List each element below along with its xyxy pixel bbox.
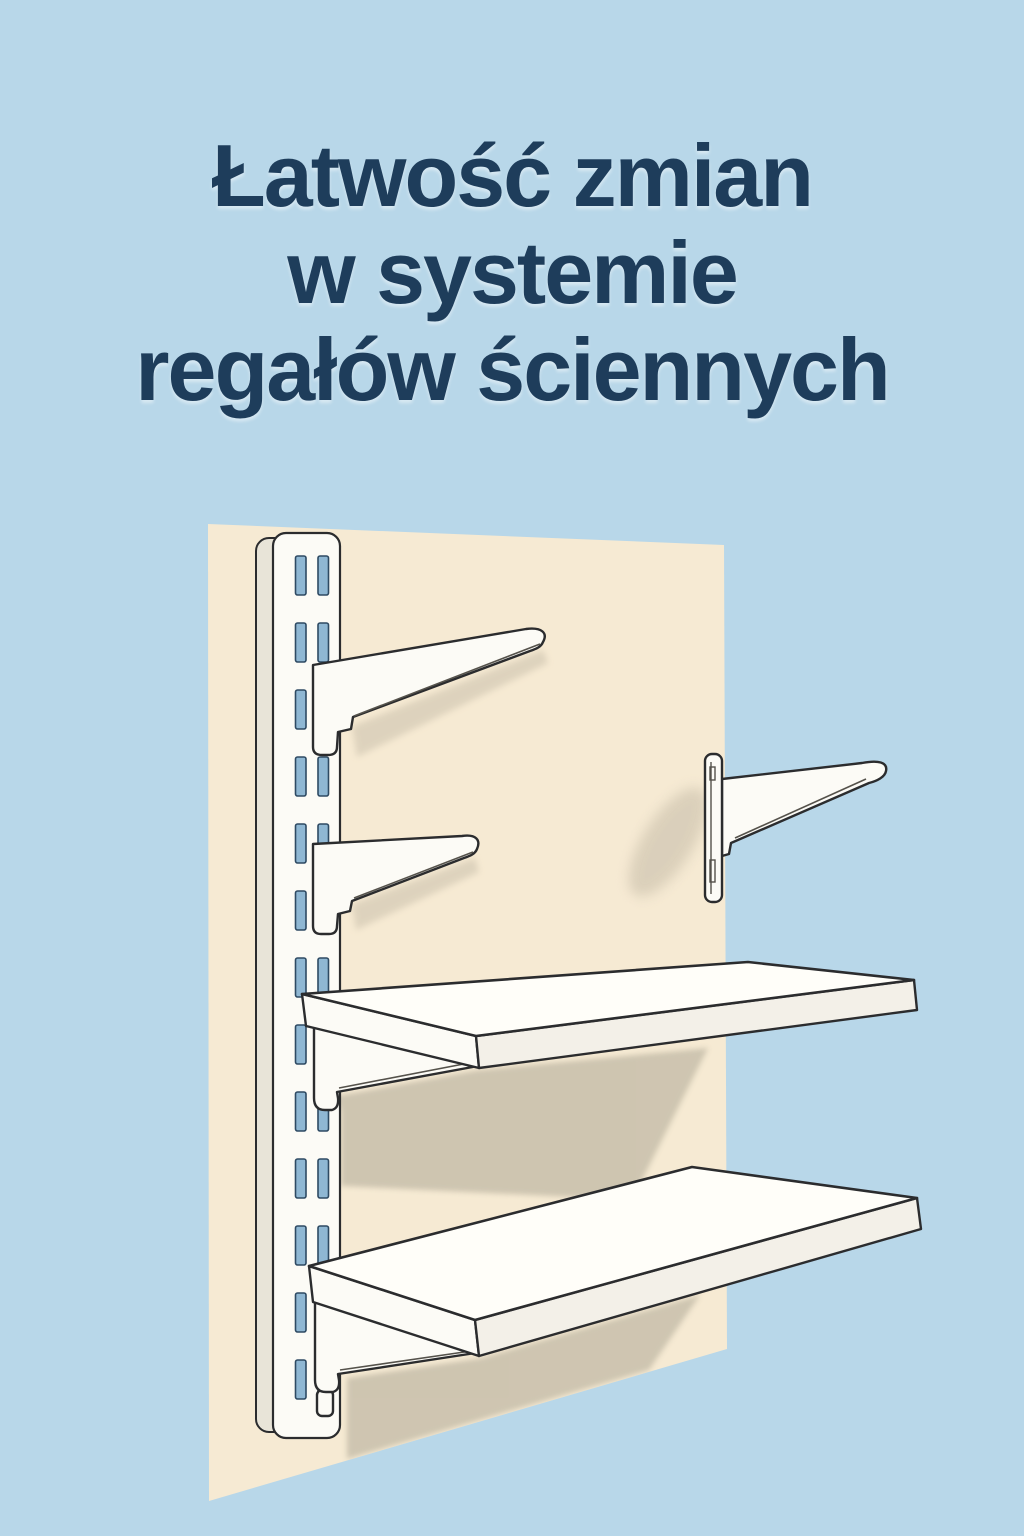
rail-slot xyxy=(294,689,307,730)
rail-slot xyxy=(294,622,307,663)
bracket-under-lower-shelf xyxy=(313,1298,484,1418)
shelf-upper xyxy=(300,960,919,1070)
bracket-under-lower-fold xyxy=(339,1349,479,1371)
shelf-lower-top-face xyxy=(307,1165,919,1322)
bracket-under-upper-shelf xyxy=(312,1022,480,1112)
title-line-3: regałów ściennych xyxy=(135,319,890,419)
rail-slot xyxy=(317,756,330,797)
rail-slot xyxy=(294,1091,307,1132)
bracket-top xyxy=(311,627,546,757)
bracket-floating-hook-top xyxy=(709,766,716,781)
shadow-bracket-floating xyxy=(628,787,708,897)
rail-slot xyxy=(294,555,307,596)
slotted-rail xyxy=(255,531,342,1440)
title-line-1: Łatwość zmian xyxy=(212,126,814,225)
rail-slot xyxy=(294,823,307,864)
bracket-top-fold-line xyxy=(353,643,541,717)
shadow-shelf-lower xyxy=(347,1295,700,1459)
rail-slot xyxy=(294,1024,307,1065)
rail-slot xyxy=(294,1158,307,1199)
bracket-floating-plate xyxy=(703,752,724,904)
title-line-2: w systemie xyxy=(287,222,739,322)
bracket-under-upper-body xyxy=(312,1022,480,1112)
rail-slot xyxy=(294,957,307,998)
bracket-middle xyxy=(311,834,480,936)
bracket-floating-fold-line xyxy=(734,778,867,839)
rail-slot xyxy=(294,1292,307,1333)
shadow-bracket-middle xyxy=(352,858,479,930)
bracket-floating xyxy=(703,752,888,904)
bracket-middle-body xyxy=(311,834,480,936)
bracket-top-body xyxy=(311,627,546,757)
rail-slot xyxy=(317,1158,330,1199)
shadow-layer xyxy=(336,650,708,1459)
bracket-middle-fold-line xyxy=(353,851,474,899)
rail-slot xyxy=(317,555,330,596)
bracket-under-upper-fold xyxy=(338,1061,475,1089)
rail-slot xyxy=(294,890,307,931)
shelf-upper-top-face xyxy=(300,960,916,1038)
rail-slot xyxy=(294,756,307,797)
rail-slot xyxy=(317,622,330,663)
bracket-floating-hook-bottom xyxy=(709,859,716,883)
bracket-under-lower-leg xyxy=(315,1388,335,1418)
rail-slot xyxy=(317,1225,330,1266)
rail-slot xyxy=(294,1225,307,1266)
rail-slot xyxy=(294,1359,307,1400)
shelf-lower xyxy=(307,1165,923,1358)
bracket-under-lower-body xyxy=(313,1298,484,1394)
shadow-shelf-upper xyxy=(336,1048,708,1200)
bracket-floating-arm xyxy=(720,760,888,858)
shadow-bracket-top xyxy=(352,650,548,757)
page-title: Łatwość zmian w systemie regałów ścienny… xyxy=(0,126,1024,419)
